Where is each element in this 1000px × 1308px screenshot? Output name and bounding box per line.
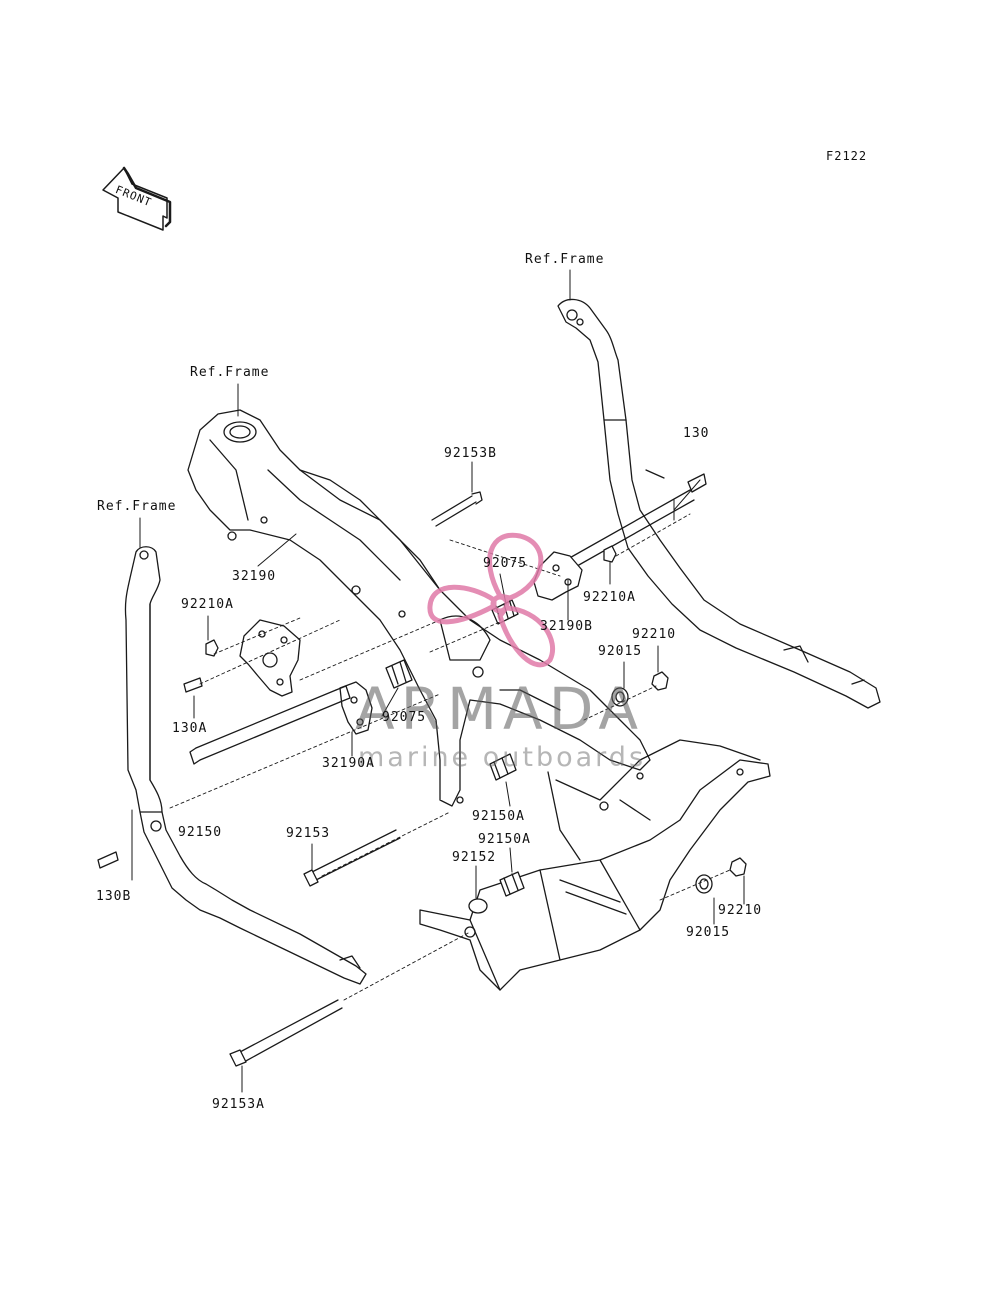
label-130B: 130B (96, 889, 132, 904)
bolt-92150 (189, 685, 351, 765)
collar-92150A-bottom (499, 871, 525, 897)
watermark-brand: ARMADA (355, 675, 645, 743)
main-frame-body (187, 409, 651, 807)
label-130: 130 (683, 426, 710, 441)
label-92150A-top: 92150A (472, 809, 525, 824)
spacer-92152 (468, 898, 488, 914)
bracket-32190B (533, 551, 583, 601)
label-92150A-bottom: 92150A (478, 832, 531, 847)
watermark-tagline: marine outboards (358, 742, 647, 773)
label-ref-frame-left: Ref.Frame (97, 499, 177, 514)
label-92153B: 92153B (444, 446, 497, 461)
label-92210A-left: 92210A (181, 597, 234, 612)
front-arrow-icon (102, 166, 172, 231)
nut-92210-top (651, 671, 669, 691)
collar-92150A-top (489, 753, 517, 781)
left-frame-rail (124, 546, 367, 985)
label-92210-bottom: 92210 (718, 903, 763, 918)
label-32190A: 32190A (322, 756, 375, 771)
label-92150: 92150 (178, 825, 223, 840)
figure-code: F2122 (826, 149, 868, 163)
bracket-32190A (339, 681, 373, 735)
label-92075-mid: 92075 (382, 710, 427, 725)
label-92210A-right: 92210A (583, 590, 636, 605)
label-92075-top: 92075 (483, 556, 528, 571)
label-32190: 32190 (232, 569, 277, 584)
label-ref-frame-right: Ref.Frame (525, 252, 605, 267)
nut-92210A-right (603, 545, 617, 563)
label-92153: 92153 (286, 826, 331, 841)
bolt-92153B (431, 491, 483, 527)
bolt-130B (97, 851, 119, 869)
bolt-92153A (229, 999, 343, 1067)
bushing-92075-mid (385, 659, 413, 689)
bolt-92153 (303, 829, 401, 887)
nut-92210-bottom (729, 857, 747, 877)
label-92153A: 92153A (212, 1097, 265, 1112)
nut-92210A-left (205, 639, 219, 657)
bolt-130A (183, 677, 203, 693)
label-32190B: 32190B (540, 619, 593, 634)
label-92015-top: 92015 (598, 644, 643, 659)
bracket-32190 (239, 619, 301, 697)
label-92210-top: 92210 (632, 627, 677, 642)
label-92152: 92152 (452, 850, 497, 865)
label-ref-frame-center: Ref.Frame (190, 365, 270, 380)
alignment-lines (169, 513, 731, 1001)
lower-cradle (419, 739, 771, 991)
label-130A: 130A (172, 721, 208, 736)
label-92015-bottom: 92015 (686, 925, 731, 940)
armada-logo-icon (427, 532, 556, 668)
washer-92015-bottom (695, 874, 713, 894)
leader-lines (131, 269, 745, 1093)
right-frame-rail (557, 298, 881, 709)
